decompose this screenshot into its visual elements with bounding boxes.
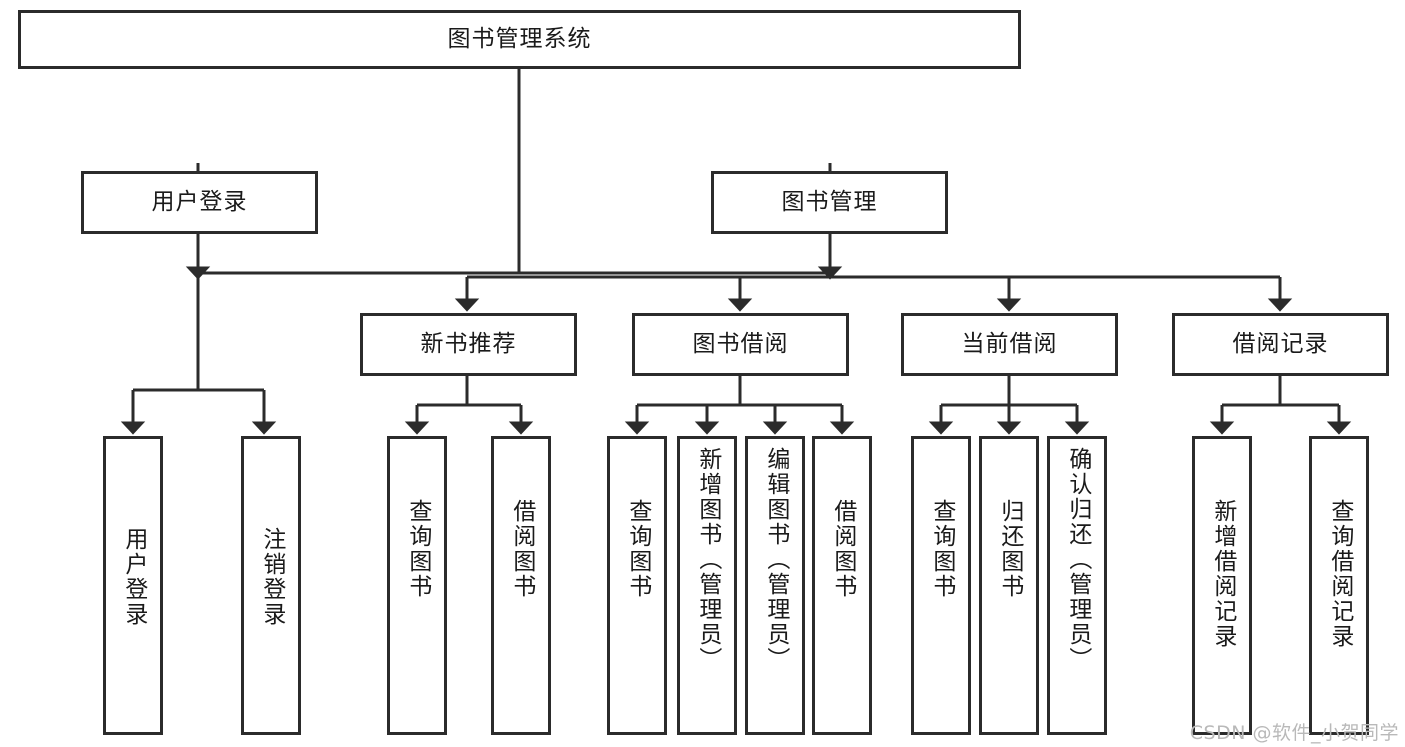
leaf-edit-book[interactable]: 编辑图书（管理员）: [745, 436, 805, 735]
leaf-return-book-label: 归还图书: [996, 499, 1023, 599]
node-new-book-recommend[interactable]: 新书推荐: [360, 313, 577, 376]
leaf-query-book-2-label: 查询图书: [624, 499, 651, 599]
leaf-query-record[interactable]: 查询借阅记录: [1309, 436, 1369, 735]
leaf-user-logout-label: 注销登录: [258, 527, 285, 627]
leaf-borrow-book-2[interactable]: 借阅图书: [812, 436, 872, 735]
leaf-query-book-1-label: 查询图书: [404, 499, 431, 599]
leaf-borrow-book-1[interactable]: 借阅图书: [491, 436, 551, 735]
node-current-borrow[interactable]: 当前借阅: [901, 313, 1118, 376]
node-borrow-record[interactable]: 借阅记录: [1172, 313, 1389, 376]
leaf-borrow-book-2-label: 借阅图书: [829, 499, 856, 599]
node-book-borrow[interactable]: 图书借阅: [632, 313, 849, 376]
node-book-manage-label: 图书管理: [781, 188, 878, 215]
leaf-confirm-return-label: 确认归还（管理员）: [1064, 447, 1091, 672]
leaf-query-record-label: 查询借阅记录: [1326, 499, 1353, 649]
node-borrow-record-label: 借阅记录: [1232, 330, 1329, 357]
node-book-manage[interactable]: 图书管理: [711, 171, 948, 234]
node-new-book-recommend-label: 新书推荐: [420, 330, 517, 357]
leaf-user-logout[interactable]: 注销登录: [241, 436, 301, 735]
leaf-return-book[interactable]: 归还图书: [979, 436, 1039, 735]
leaf-borrow-book-1-label: 借阅图书: [508, 499, 535, 599]
leaf-confirm-return[interactable]: 确认归还（管理员）: [1047, 436, 1107, 735]
leaf-add-book-label: 新增图书（管理员）: [694, 447, 721, 672]
node-root-label: 图书管理系统: [447, 25, 592, 52]
leaf-add-record-label: 新增借阅记录: [1209, 499, 1236, 649]
leaf-query-book-3[interactable]: 查询图书: [911, 436, 971, 735]
leaf-user-login-label: 用户登录: [120, 527, 147, 627]
watermark: CSDN @软件_小贺同学: [1189, 722, 1399, 744]
node-root[interactable]: 图书管理系统: [18, 10, 1021, 69]
leaf-add-book[interactable]: 新增图书（管理员）: [677, 436, 737, 735]
node-current-borrow-label: 当前借阅: [961, 330, 1058, 357]
leaf-query-book-3-label: 查询图书: [928, 499, 955, 599]
leaf-user-login[interactable]: 用户登录: [103, 436, 163, 735]
leaf-edit-book-label: 编辑图书（管理员）: [762, 447, 789, 672]
node-book-borrow-label: 图书借阅: [692, 330, 789, 357]
leaf-query-book-2[interactable]: 查询图书: [607, 436, 667, 735]
node-user-login-label: 用户登录: [151, 188, 248, 215]
leaf-query-book-1[interactable]: 查询图书: [387, 436, 447, 735]
leaf-add-record[interactable]: 新增借阅记录: [1192, 436, 1252, 735]
node-user-login[interactable]: 用户登录: [81, 171, 318, 234]
